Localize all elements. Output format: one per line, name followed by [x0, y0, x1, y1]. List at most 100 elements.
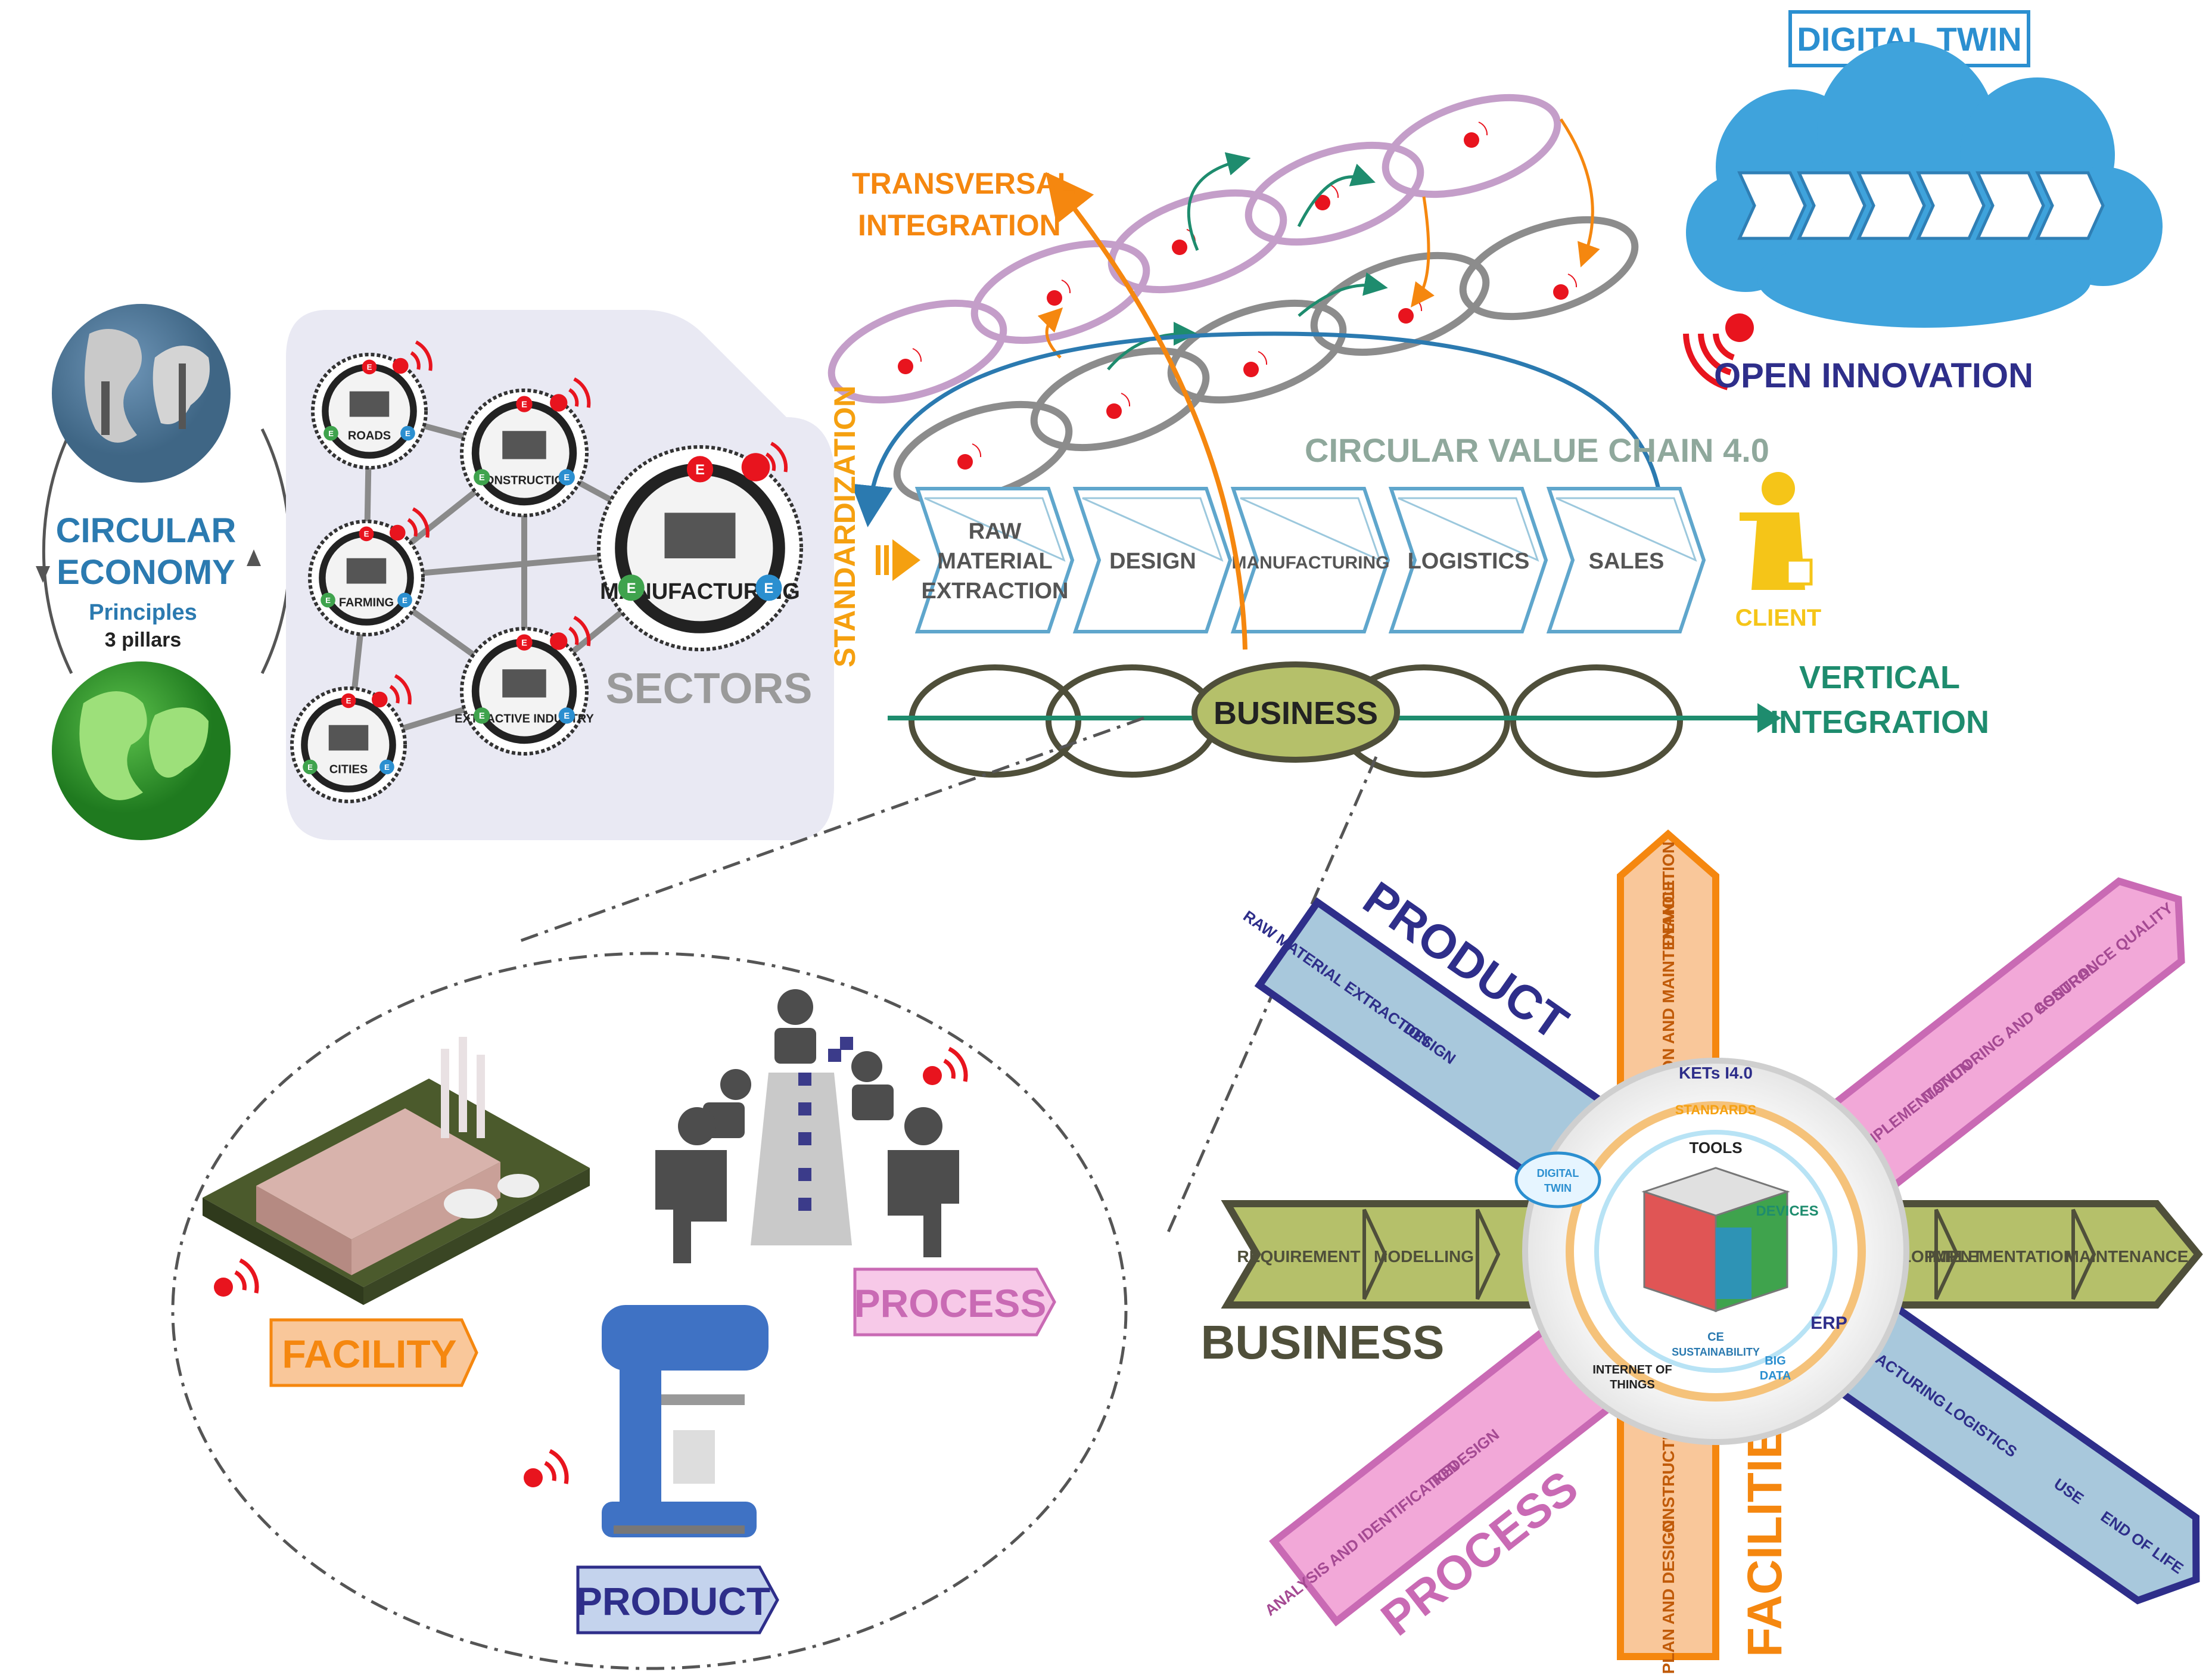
pillar-dot — [618, 574, 645, 601]
lifecycle-star: REQUIREMENTMODELLINGDESIGN AND DEVELOPME… — [1201, 829, 2203, 1674]
signal-icon — [550, 632, 568, 650]
cloud-chevron — [2035, 171, 2105, 240]
stage-chevron — [914, 487, 1075, 633]
stage-design: DESIGN — [1072, 487, 1233, 633]
sensor-dot-icon — [957, 454, 973, 470]
cycle-arc-right — [260, 428, 292, 675]
standardization-arrow-icon — [876, 539, 920, 581]
hub-standards: STANDARDS — [1675, 1102, 1756, 1117]
stage-chevron — [1230, 487, 1390, 633]
stage-chevron-inner — [1555, 497, 1697, 562]
facility-tag: FACILITY — [269, 1318, 478, 1387]
pillar-dot — [397, 592, 412, 608]
pillar-letter: E — [479, 711, 485, 721]
purple-chain — [827, 94, 1561, 404]
cycle-arc-left — [42, 428, 73, 675]
zoom-line-left — [518, 716, 1144, 943]
product-tag: PRODUCT — [576, 1565, 779, 1635]
farming-icon — [346, 558, 387, 584]
signal-wave — [389, 685, 400, 704]
sectors-background — [286, 310, 834, 840]
stage-manufacturing: MANUFACTURING — [1230, 487, 1390, 633]
stage-label: SALES — [1589, 549, 1665, 574]
pillar-letter: E — [479, 473, 485, 483]
star-stage-label: MAINTENANCE — [2065, 1247, 2189, 1266]
signal-icon — [392, 358, 409, 374]
zoom-detail: FACILITY PROCESS — [171, 716, 1378, 1670]
stage-chevron — [1388, 487, 1548, 633]
hub-digital-twin-l2: TWIN — [1544, 1182, 1572, 1194]
sensor-wave — [912, 348, 922, 362]
construction-icon — [502, 431, 546, 459]
sensor-wave — [1478, 122, 1488, 136]
pillar-letter: E — [521, 638, 527, 648]
stage-label: RAW — [969, 519, 1022, 544]
cloud-chevron — [1737, 171, 1807, 240]
pillar-letter: E — [328, 429, 334, 438]
sensor-wave — [1413, 297, 1423, 312]
signal-wave — [568, 626, 579, 645]
sensor-wave — [1329, 184, 1339, 198]
sensor-dot-icon — [1315, 195, 1330, 210]
signal-wave — [765, 452, 776, 471]
vertical-arrowhead-icon — [1757, 703, 1781, 733]
pillar-letter: E — [521, 400, 527, 409]
open-innovation-signal-icon — [1683, 313, 1754, 390]
sensor-dot-icon — [1398, 308, 1414, 324]
grey-chain — [893, 216, 1639, 505]
pillar-dot — [359, 526, 374, 542]
hub-ce: CE — [1707, 1331, 1724, 1344]
hub-erp: ERP — [1810, 1313, 1847, 1333]
vertical-label-line2: INTEGRATION — [1770, 704, 1989, 740]
arrow-down-icon — [36, 566, 50, 583]
stage-chevron — [1072, 487, 1233, 633]
stage-sales: SALES — [1546, 487, 1706, 633]
chain-link-arrows — [1037, 118, 1600, 371]
principles-label: Principles — [89, 600, 197, 625]
sensor-dot-icon — [1047, 290, 1062, 306]
manufacturing-icon — [664, 512, 736, 558]
hub-sustainability: SUSTAINABILITY — [1672, 1346, 1760, 1358]
business-arm-label: BUSINESS — [1201, 1316, 1445, 1369]
open-innovation-label: OPEN INNOVATION — [1714, 356, 2033, 395]
signal-wave — [415, 340, 433, 371]
stage-label: DESIGN — [1109, 549, 1196, 574]
process-signal-icon — [923, 1046, 968, 1085]
signal-icon — [550, 394, 568, 412]
kets-hub: KETs I4.0STANDARDSTOOLSCESUSTAINABILITYD… — [1514, 1058, 1909, 1445]
sectors-title: SECTORS — [606, 665, 813, 713]
loop-arrow — [851, 331, 1665, 527]
sensor-wave — [1121, 393, 1131, 407]
sensor-dot-icon — [1464, 132, 1479, 148]
cloud-process-chevrons — [1737, 171, 2105, 240]
pillar-letter: E — [364, 530, 369, 539]
pillar-dot — [686, 456, 714, 483]
signal-icon — [741, 453, 770, 481]
pillar-letter: E — [627, 580, 636, 596]
segment-divider — [1476, 1208, 1501, 1300]
globe-green-icon — [52, 661, 231, 840]
transversal-label-line1: TRANSVERSAL — [852, 167, 1075, 200]
signal-wave — [573, 377, 591, 408]
hub-bigdata-l1: BIG — [1765, 1354, 1786, 1368]
pillar-letter: E — [346, 697, 351, 706]
transversal-label-line2: INTEGRATION — [858, 209, 1061, 242]
stage-chevron-inner — [1240, 497, 1382, 562]
sensor-wave — [1258, 351, 1268, 365]
client-label: CLIENT — [1735, 605, 1821, 631]
pillar-letter: E — [325, 596, 331, 605]
cloud-chevron — [1856, 171, 1926, 240]
circular-economy-panel: CIRCULAR ECONOMY Principles 3 pillars — [36, 304, 292, 840]
process-tag: PROCESS — [853, 1267, 1056, 1337]
sensor-dot-icon — [1106, 403, 1122, 419]
cloud-chevron — [1975, 171, 2045, 240]
business-node-label: BUSINESS — [1214, 695, 1378, 731]
segment-divider — [2071, 1208, 2096, 1300]
star-stage-label: IMPLEMENTATION — [1928, 1247, 2076, 1266]
